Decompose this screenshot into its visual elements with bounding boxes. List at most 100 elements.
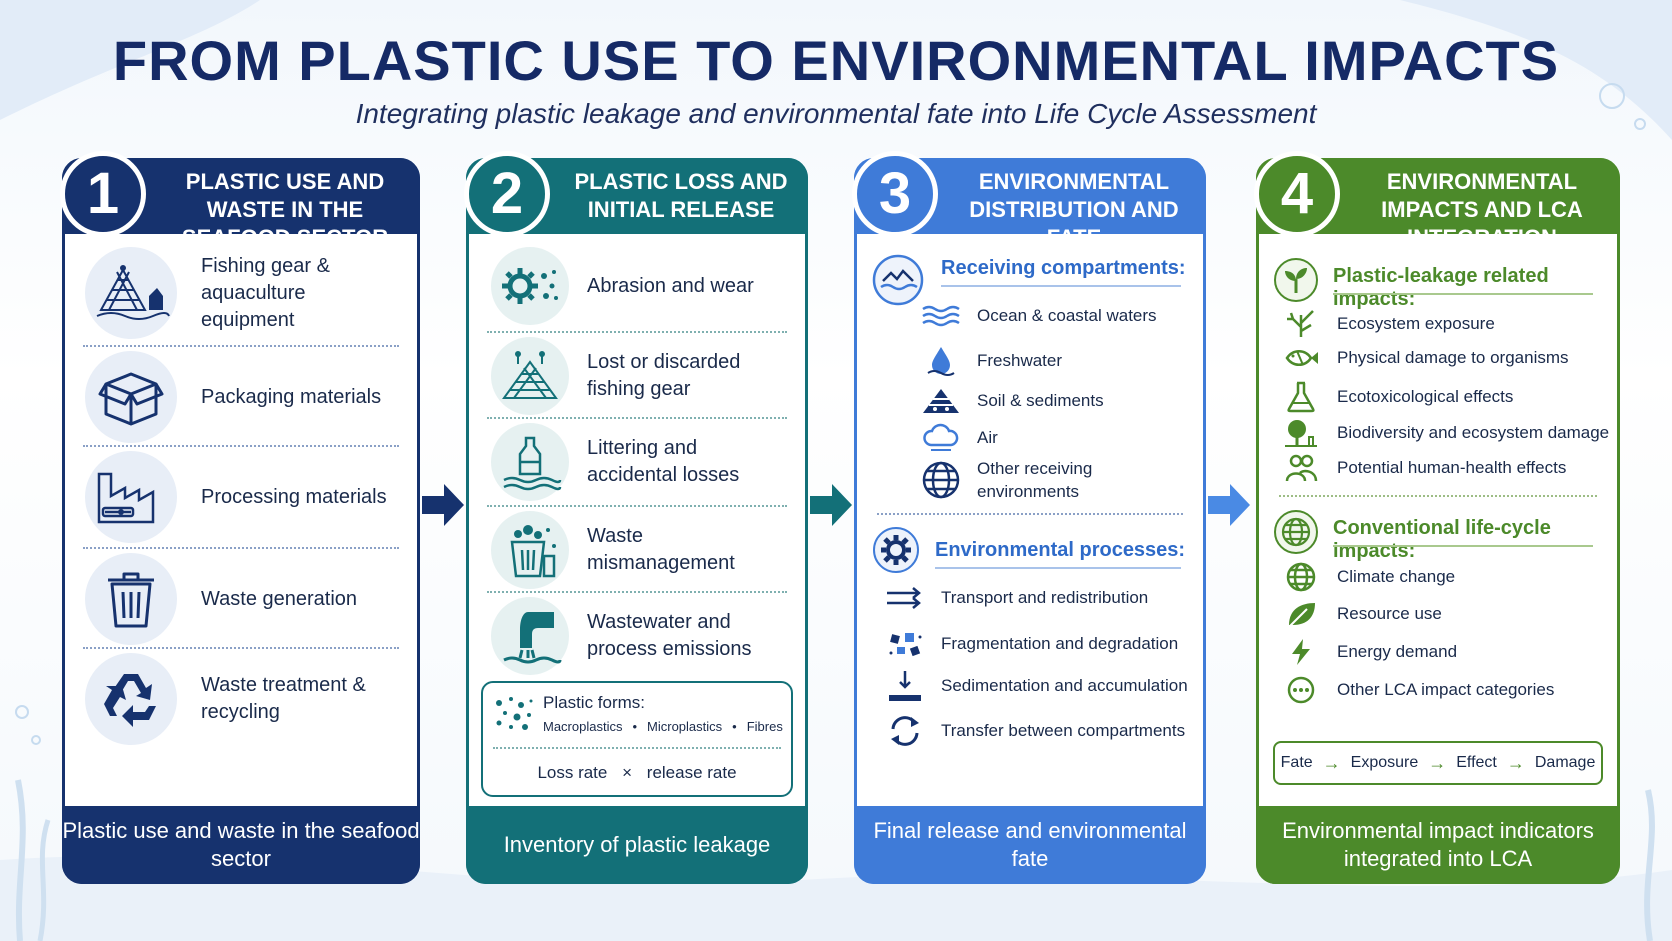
item-label: Freshwater <box>977 351 1063 370</box>
list-item: Ocean & coastal waters <box>921 303 1157 329</box>
list-item: Waste generation <box>85 553 401 645</box>
item-label: Biodiversity and ecosystem damage <box>1337 423 1610 442</box>
form-microplastics: Microplastics <box>647 719 723 734</box>
outflow-pipe-icon <box>491 597 569 675</box>
gears-icon <box>491 247 569 325</box>
item-label: Lost or discarded fishing gear <box>587 351 741 400</box>
page-subtitle: Integrating plastic leakage and environm… <box>355 98 1317 129</box>
chain-fate: Fate <box>1280 754 1313 771</box>
list-item: Littering and accidental losses <box>491 423 777 501</box>
item-label: Other LCA impact categories <box>1337 680 1555 699</box>
flask-icon <box>1281 381 1321 413</box>
panel-impacts-lca: ENVIRONMENTAL IMPACTS AND LCA INTEGRATIO… <box>1254 151 1620 884</box>
conventional-impacts-title: Conventional life-cycle impacts: <box>1333 517 1551 562</box>
fragments-icon <box>885 629 925 659</box>
list-item: Transport and redistribution <box>885 587 1148 609</box>
list-item: Lost or discarded fishing gear <box>491 337 777 415</box>
list-item: Other LCA impact categories <box>1281 675 1554 705</box>
item-label: Sedimentation and accumulation <box>941 676 1188 695</box>
soil-icon <box>921 385 961 417</box>
list-item: Processing materials <box>85 451 401 543</box>
list-item: Waste mismanagement <box>491 511 777 589</box>
item-label: Processing materials <box>201 485 387 508</box>
panel-distribution-fate: ENVIRONMENTAL DISTRIBUTION AND FATE 3 Re… <box>852 151 1206 884</box>
item-label: Energy demand <box>1337 642 1458 661</box>
list-item: Sedimentation and accumulation <box>885 669 1188 703</box>
list-item: Physical damage to organisms <box>1281 345 1569 371</box>
water-drop-icon <box>921 345 961 377</box>
globe-icon <box>1281 561 1321 593</box>
list-item: Fishing gear & aquaculture equipment <box>85 247 401 339</box>
divider <box>941 285 1181 287</box>
list-item: Ecosystem exposure <box>1281 309 1495 339</box>
step-number: 4 <box>1254 151 1340 237</box>
multiply-sign: × <box>622 763 633 782</box>
form-macroplastics: Macroplastics <box>543 719 623 734</box>
rate-formula: Loss rate × release rate <box>483 763 791 783</box>
item-label: Packaging materials <box>201 385 382 408</box>
people-icon <box>1281 453 1321 483</box>
waves-icon <box>921 303 961 329</box>
divider <box>487 505 787 507</box>
fishing-net-icon <box>85 247 177 339</box>
list-item: Soil & sediments <box>921 385 1104 417</box>
step-number: 1 <box>60 151 146 237</box>
form-separator: • <box>632 719 638 734</box>
box-icon <box>85 351 177 443</box>
list-item: Resource use <box>1281 599 1442 629</box>
item-label: Transport and redistribution <box>941 588 1149 607</box>
list-item: Ecotoxicological effects <box>1281 381 1513 413</box>
divider <box>1333 545 1593 547</box>
item-label: Physical damage to organisms <box>1337 348 1569 367</box>
panel-footer: Environmental impact indicators integrat… <box>1256 806 1620 884</box>
item-label: Ecotoxicological effects <box>1337 387 1514 406</box>
list-item: Climate change <box>1281 561 1455 593</box>
form-separator: • <box>732 719 737 734</box>
leak-impacts-title: Plastic-leakage related impacts: <box>1333 265 1549 310</box>
particles-icon <box>496 697 533 730</box>
item-label: Ecosystem exposure <box>1337 314 1495 333</box>
list-item: Energy demand <box>1281 637 1457 667</box>
globe-icon <box>921 460 961 500</box>
item-label: Potential human-health effects <box>1337 458 1567 477</box>
arrow-right-icon <box>810 484 852 526</box>
gear-icon <box>873 527 919 573</box>
divider <box>83 445 399 447</box>
lightning-icon <box>1281 637 1321 667</box>
panel-header-label: ENVIRONMENTAL DISTRIBUTION AND FATE <box>969 169 1179 250</box>
panel-footer: Inventory of plastic leakage <box>466 806 808 884</box>
panel-header-label: ENVIRONMENTAL IMPACTS AND LCA INTEGRATIO… <box>1381 169 1583 250</box>
item-label: Waste treatment & recycling <box>201 674 366 723</box>
divider <box>83 547 399 549</box>
item-label: Other receiving environments <box>977 459 1093 501</box>
list-item: Fragmentation and degradation <box>885 629 1178 659</box>
forms-list: Macroplastics • Microplastics • Fibres <box>543 719 783 734</box>
divider <box>487 591 787 593</box>
item-label: Waste mismanagement <box>587 525 735 574</box>
chain-effect: Effect <box>1456 754 1497 771</box>
list-item: Other receiving environments <box>921 457 1117 503</box>
item-label: Wastewater and process emissions <box>587 611 752 660</box>
list-item: Abrasion and wear <box>491 247 777 325</box>
lost-net-icon <box>491 337 569 415</box>
list-item: Biodiversity and ecosystem damage <box>1281 417 1609 449</box>
divider <box>1333 293 1593 295</box>
list-item: Packaging materials <box>85 351 401 443</box>
divider <box>83 345 399 347</box>
chain-arrow: → <box>1506 752 1525 773</box>
step-number: 2 <box>464 151 550 237</box>
processes-title: Environmental processes: <box>935 539 1186 561</box>
arrow-down-icon <box>885 669 925 703</box>
forms-title: Plastic forms: <box>543 693 646 712</box>
sprout-icon <box>1274 258 1318 302</box>
item-label: Fishing gear & aquaculture equipment <box>201 254 330 331</box>
step-number: 3 <box>852 151 938 237</box>
trash-bin-icon <box>85 553 177 645</box>
factory-icon <box>85 451 177 543</box>
panel-header-label: PLASTIC LOSS AND INITIAL RELEASE <box>574 169 788 222</box>
item-label: Soil & sediments <box>977 391 1104 410</box>
item-label: Resource use <box>1337 604 1442 623</box>
item-label: Air <box>977 428 998 447</box>
dots-icon <box>1281 675 1321 705</box>
fish-icon <box>1281 345 1321 371</box>
